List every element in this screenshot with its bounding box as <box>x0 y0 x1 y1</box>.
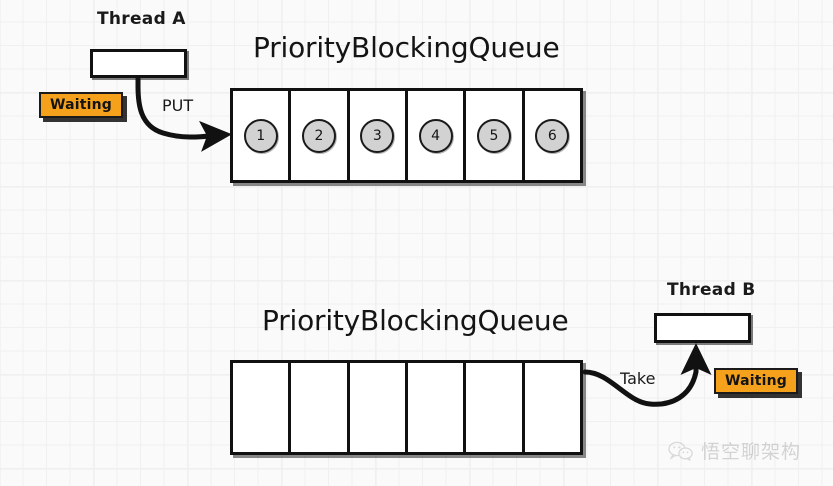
queue-cell: 5 <box>466 91 525 180</box>
thread-b-label: Thread B <box>667 280 756 300</box>
queue-cell <box>407 363 467 452</box>
queue-cell: 1 <box>233 91 292 180</box>
thread-b-status-badge: Waiting <box>714 368 798 394</box>
bottom-queue <box>230 360 583 455</box>
top-queue-title: PriorityBlockingQueue <box>253 31 560 64</box>
queue-item-circle: 1 <box>243 118 278 153</box>
top-queue: 1 2 3 4 5 6 <box>230 88 583 183</box>
queue-item-circle: 4 <box>418 118 453 153</box>
queue-cell: 6 <box>524 91 580 180</box>
queue-item-circle: 5 <box>476 118 511 153</box>
queue-cell <box>466 363 525 452</box>
queue-item-circle: 6 <box>535 118 570 153</box>
thread-b-box <box>654 313 751 343</box>
queue-cell <box>233 363 292 452</box>
queue-cell <box>524 363 580 452</box>
queue-cell <box>291 363 350 452</box>
wechat-bubble-icon <box>668 441 694 461</box>
thread-a-label: Thread A <box>97 9 186 29</box>
watermark: 悟空聊架构 <box>668 437 801 464</box>
bottom-queue-title: PriorityBlockingQueue <box>262 304 569 337</box>
take-arrow-label: Take <box>620 369 656 388</box>
watermark-text: 悟空聊架构 <box>701 441 802 463</box>
queue-cell: 4 <box>407 91 467 180</box>
queue-cell: 2 <box>291 91 350 180</box>
thread-a-status-badge: Waiting <box>39 92 123 118</box>
queue-cell: 3 <box>349 91 408 180</box>
queue-cell <box>349 363 408 452</box>
queue-item-circle: 3 <box>360 118 395 153</box>
queue-item-circle: 2 <box>301 118 336 153</box>
put-arrow-label: PUT <box>162 96 194 115</box>
thread-a-box <box>90 49 187 78</box>
